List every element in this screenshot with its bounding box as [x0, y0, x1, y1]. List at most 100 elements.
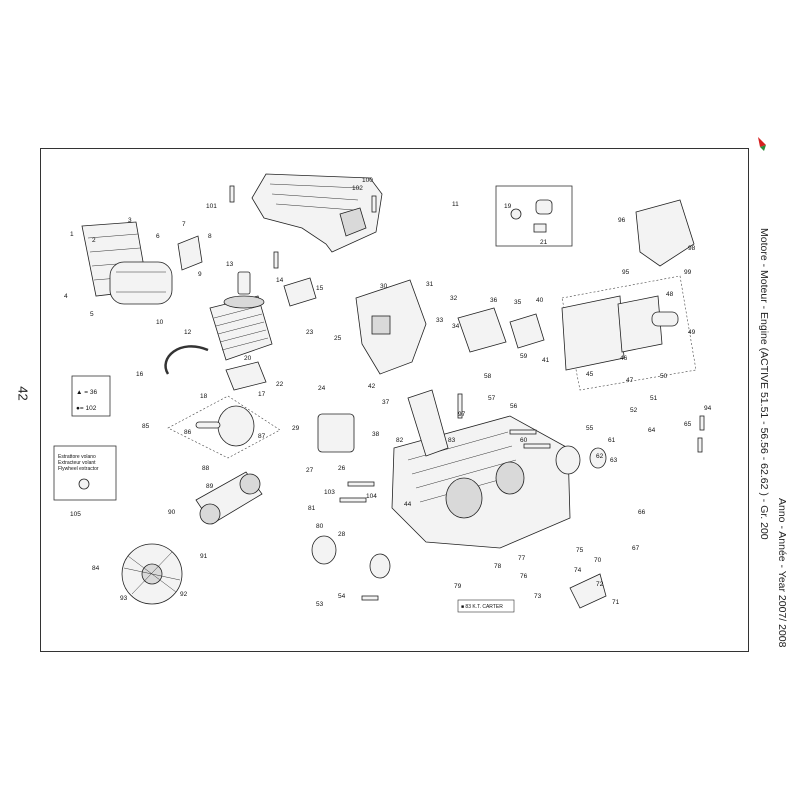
- callout-49: 49: [688, 329, 696, 336]
- callout-73: 73: [534, 593, 542, 600]
- callout-14: 14: [276, 277, 284, 284]
- callout-2: 2: [92, 237, 96, 244]
- callout-71: 71: [612, 599, 620, 606]
- callout-63: 63: [610, 457, 618, 464]
- callout-84: 84: [92, 565, 100, 572]
- tool-line-3: Flywheel extractor: [58, 466, 99, 472]
- tool-ref: 105: [70, 511, 81, 518]
- callout-9: 9: [198, 271, 202, 278]
- tool-line-1: Estrattore volano: [58, 454, 96, 460]
- filter-housing: [635, 199, 695, 267]
- callout-103: 103: [324, 489, 335, 496]
- piston-ring: [164, 345, 209, 375]
- callout-46: 46: [620, 355, 628, 362]
- callout-13: 13: [226, 261, 234, 268]
- flywheel: [121, 543, 183, 605]
- callout-92: 92: [180, 591, 188, 598]
- callout-56: 56: [510, 403, 518, 410]
- nozzle-box: [495, 185, 573, 247]
- callout-48: 48: [666, 291, 674, 298]
- callout-30: 30: [380, 283, 388, 290]
- crankcase: [391, 415, 571, 549]
- callout-41: 41: [542, 357, 550, 364]
- callout-82: 82: [396, 437, 404, 444]
- callout-35: 35: [514, 299, 522, 306]
- callout-102: 102: [352, 185, 363, 192]
- spark-plug: [237, 271, 251, 295]
- callout-58: 58: [484, 373, 492, 380]
- callout-labels: 1234567891011121314151617181920212223242…: [64, 177, 712, 608]
- callout-28: 28: [338, 531, 346, 538]
- engine-exploded-diagram: Estrattore volano Extracteur volant Flyw…: [53, 173, 712, 613]
- crankshaft: [195, 471, 263, 525]
- callout-95: 95: [622, 269, 630, 276]
- callout-101: 101: [206, 203, 217, 210]
- diagram-frame: [40, 148, 749, 652]
- legend-dot: ●= 102: [76, 405, 97, 412]
- side-title: Motore - Moteur - Engine (ACTIVE 51.51 -…: [752, 228, 772, 648]
- callout-93: 93: [120, 595, 128, 602]
- callout-81: 81: [308, 505, 316, 512]
- callout-7: 7: [182, 221, 186, 228]
- callout-98: 98: [688, 245, 696, 252]
- callout-70: 70: [594, 557, 602, 564]
- callout-42: 42: [368, 383, 376, 390]
- callout-6: 6: [156, 233, 160, 240]
- callout-89: 89: [206, 483, 214, 490]
- callout-53: 53: [316, 601, 324, 608]
- oiler-arm: [569, 573, 607, 609]
- callout-83: 83: [448, 437, 456, 444]
- callout-17: 17: [258, 391, 266, 398]
- exhaust-body: [109, 261, 173, 305]
- callout-59: 59: [520, 353, 528, 360]
- callout-66: 66: [638, 509, 646, 516]
- seal-left: [311, 535, 337, 565]
- callout-36: 36: [490, 297, 498, 304]
- callout-90: 90: [168, 509, 176, 516]
- callout-44: 44: [404, 501, 412, 508]
- callout-32: 32: [450, 295, 458, 302]
- legend-box: ▲ = 36 ●= 102: [71, 375, 111, 417]
- callout-18: 18: [200, 393, 208, 400]
- callout-3: 3: [128, 217, 132, 224]
- callout-72: 72: [596, 581, 604, 588]
- callout-52: 52: [630, 407, 638, 414]
- callout-61: 61: [608, 437, 616, 444]
- callout-20: 20: [244, 355, 252, 362]
- callout-45: 45: [586, 371, 594, 378]
- callout-88: 88: [202, 465, 210, 472]
- callout-47: 47: [626, 377, 634, 384]
- callout-80: 80: [316, 523, 324, 530]
- callout-87: 87: [258, 433, 266, 440]
- callout-11: 11: [452, 201, 459, 208]
- callout-91: 91: [200, 553, 208, 560]
- callout-67: 67: [632, 545, 640, 552]
- cylinder-cover: [251, 173, 383, 253]
- callout-97: 97: [458, 411, 466, 418]
- callout-96: 96: [618, 217, 626, 224]
- callout-24: 24: [318, 385, 326, 392]
- tool-line-2: Extracteur volant: [58, 460, 96, 466]
- callout-23: 23: [306, 329, 314, 336]
- page-number: 42: [15, 386, 31, 401]
- hardware: [229, 185, 705, 601]
- callout-12: 12: [184, 329, 192, 336]
- callout-25: 25: [334, 335, 342, 342]
- callout-8: 8: [208, 233, 212, 240]
- callout-38: 38: [372, 431, 380, 438]
- bearing-right: [555, 445, 581, 475]
- callout-54: 54: [338, 593, 346, 600]
- side-year: Anno - Année - Year 2007/ 2008: [772, 498, 792, 658]
- crankcase-gasket: [407, 389, 449, 457]
- callout-15: 15: [316, 285, 324, 292]
- legend-triangle: ▲ = 36: [76, 389, 97, 396]
- callout-60: 60: [520, 437, 528, 444]
- callout-19: 19: [504, 203, 512, 210]
- callout-75: 75: [576, 547, 584, 554]
- callout-94: 94: [704, 405, 712, 412]
- callout-65: 65: [684, 421, 692, 428]
- callout-51: 51: [650, 395, 658, 402]
- page-year: Anno - Année - Year 2007/ 2008: [776, 498, 788, 648]
- page-title: Motore - Moteur - Engine (ACTIVE 51.51 -…: [758, 228, 770, 540]
- callout-99: 99: [684, 269, 692, 276]
